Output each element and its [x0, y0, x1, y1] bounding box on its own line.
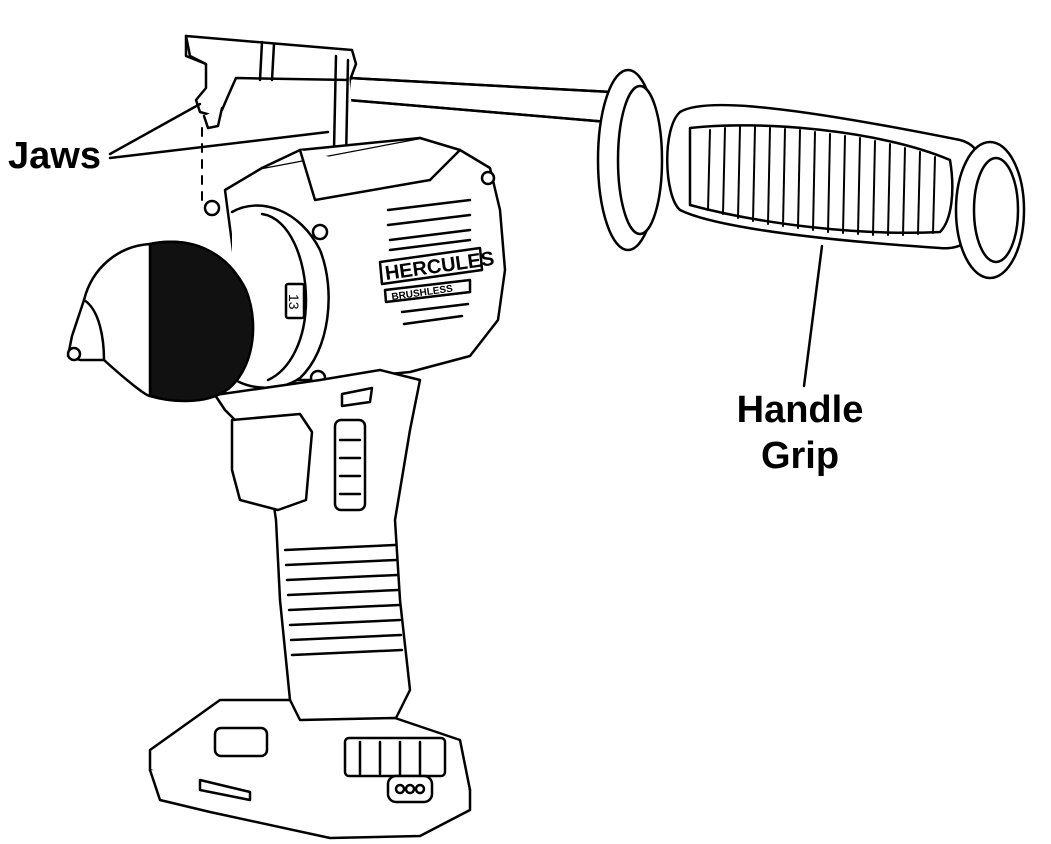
- side-handle-rod: [346, 76, 614, 124]
- side-handle-guard: [596, 68, 664, 252]
- jaws-callout-label: Jaws: [8, 135, 101, 177]
- callout-leader-lines: [108, 102, 824, 388]
- drill-chuck: [66, 240, 255, 403]
- handle-grip-callout-label-line1: Handle: [736, 389, 864, 431]
- jaws-bracket: [184, 34, 358, 164]
- handle-grip-callout-label-line2: Grip: [760, 435, 840, 477]
- clutch-number-text: 13: [286, 294, 302, 310]
- side-handle-grip: [666, 103, 1026, 280]
- drill-body: [148, 136, 507, 840]
